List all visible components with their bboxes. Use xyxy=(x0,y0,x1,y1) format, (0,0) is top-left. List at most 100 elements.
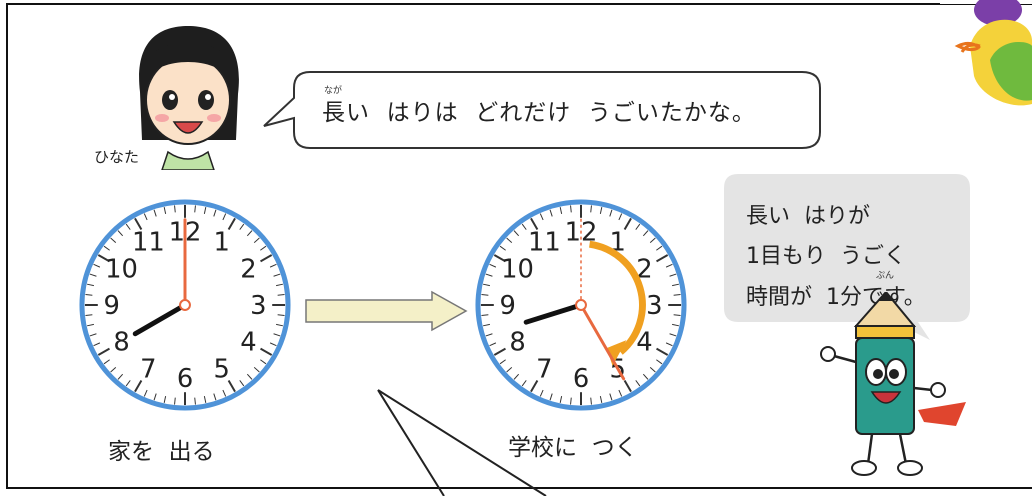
clock-number: 9 xyxy=(103,291,119,321)
clock-tick xyxy=(125,380,131,387)
clock-tick xyxy=(656,254,669,263)
clock-tick xyxy=(203,207,207,214)
clock-tick xyxy=(143,213,148,221)
hour-hand xyxy=(523,302,584,325)
clock-tick xyxy=(134,380,143,393)
clock-tick xyxy=(103,245,110,251)
clock-number: 8 xyxy=(509,328,525,358)
clock-tick xyxy=(117,373,124,380)
clock-tick xyxy=(253,366,260,373)
clock-number: 3 xyxy=(250,291,266,321)
clock-tick xyxy=(194,205,196,213)
clock-tick xyxy=(649,237,656,244)
clock-tick xyxy=(513,230,520,237)
clock-tick xyxy=(665,342,673,347)
clock-tick xyxy=(222,213,227,221)
question-text: 長い はりは どれだけ うごいたかな。 xyxy=(322,100,756,126)
clock-number: 6 xyxy=(177,364,193,394)
caption-leave-home: 家を 出る xyxy=(108,439,215,465)
clock-tick xyxy=(194,397,196,405)
clock-tick xyxy=(153,209,157,217)
explanation-bubble xyxy=(724,174,970,340)
clock-number: 5 xyxy=(213,354,229,384)
speaker-name: ひなた xyxy=(94,148,140,166)
clock-tick xyxy=(539,213,544,221)
clock-tick xyxy=(213,393,217,401)
clock-tick xyxy=(642,230,649,237)
clock-tick xyxy=(87,283,94,287)
clock-tick xyxy=(227,380,236,393)
clock-tick xyxy=(656,347,669,356)
clock-tick xyxy=(521,223,527,230)
clock-tick xyxy=(277,294,285,296)
clock-tick xyxy=(276,323,283,327)
hour-hand xyxy=(132,302,188,337)
clock-tick xyxy=(665,263,673,268)
clock-tick xyxy=(642,373,649,380)
clock-tick xyxy=(599,396,603,403)
clock-tick xyxy=(635,223,641,230)
clock-tick xyxy=(481,314,489,316)
clock-tick xyxy=(656,359,663,365)
clock-tick xyxy=(273,333,281,337)
clock-tick xyxy=(260,245,267,251)
clock-number: 9 xyxy=(499,291,515,321)
caption-arrive-school: 学校に つく xyxy=(508,435,638,461)
explanation-line-1: 長い はりが xyxy=(746,204,870,229)
clock-tick xyxy=(609,393,613,401)
minute-hand xyxy=(579,303,626,381)
clock-tick xyxy=(110,237,117,244)
clock-tick xyxy=(85,294,93,296)
clock-tick xyxy=(483,283,490,287)
clock-tick xyxy=(253,237,260,244)
clock-tick xyxy=(97,347,110,356)
clock-tick xyxy=(635,380,641,387)
clock-tick xyxy=(521,380,527,387)
clock-tick xyxy=(530,217,539,230)
clock-center xyxy=(575,299,587,311)
clock-tick xyxy=(623,380,632,393)
clock-tick xyxy=(213,209,217,217)
clock-tick xyxy=(513,373,520,380)
bottom-callout xyxy=(377,389,547,496)
clock-number: 4 xyxy=(636,328,652,358)
clock-tick xyxy=(103,359,110,365)
clock-tick xyxy=(673,314,681,316)
clock-tick xyxy=(590,397,592,405)
clock-tick xyxy=(493,254,506,263)
clock-tick xyxy=(481,294,489,296)
clock-tick xyxy=(89,333,97,337)
clock-number: 4 xyxy=(240,328,256,358)
clock-tick xyxy=(85,314,93,316)
clock-tick xyxy=(93,263,101,268)
clock-tick xyxy=(570,205,572,213)
clock-number: 2 xyxy=(240,254,256,284)
clock-tick xyxy=(672,323,679,327)
clock-tick xyxy=(590,205,592,213)
clock-tick xyxy=(260,347,273,356)
clock-tick xyxy=(609,209,613,217)
clock-tick xyxy=(269,263,277,268)
explanation-line-2: 1目もり うごく xyxy=(746,244,906,269)
explanation-line-3: 時間が 1分です。 xyxy=(746,285,926,310)
clock-tick xyxy=(499,359,506,365)
clock-tick xyxy=(506,366,513,373)
clock-tick xyxy=(493,347,506,356)
clock-number: 1 xyxy=(213,227,229,257)
clock-tick xyxy=(549,393,553,401)
clock-tick xyxy=(489,342,497,347)
clock-tick xyxy=(530,380,539,393)
clock-tick xyxy=(227,217,236,230)
clock-tick xyxy=(539,389,544,397)
girl-character-icon xyxy=(139,26,239,170)
clock-tick xyxy=(489,263,497,268)
clock-tick xyxy=(163,207,167,214)
clock-tick xyxy=(203,396,207,403)
clock-tick xyxy=(269,342,277,347)
clock-tick xyxy=(153,393,157,401)
clock-number: 8 xyxy=(113,328,129,358)
clock-tick xyxy=(485,273,493,277)
clock-number: 10 xyxy=(501,254,534,284)
pencil-mascot-icon xyxy=(820,292,966,476)
clock-tick xyxy=(222,389,227,397)
